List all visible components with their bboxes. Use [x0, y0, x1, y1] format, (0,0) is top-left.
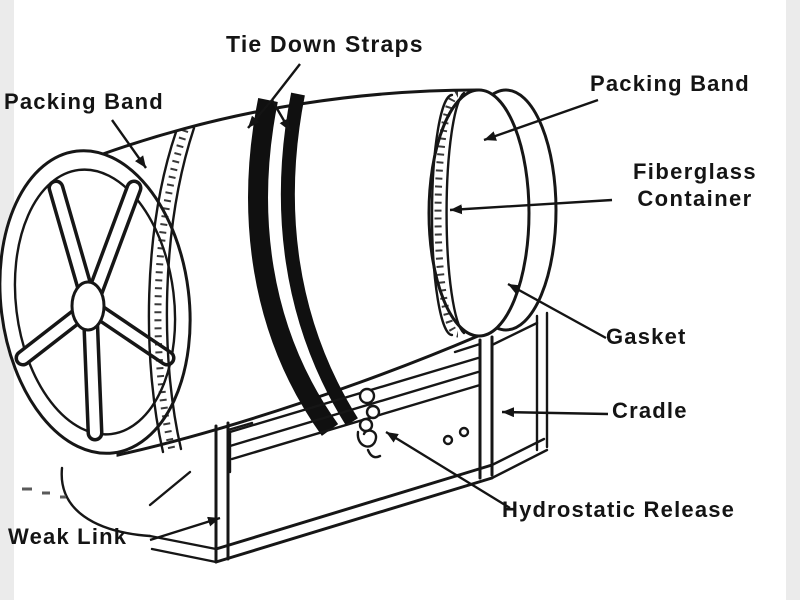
wheel-end-cap-drawing [0, 149, 192, 455]
weak-link-leader [149, 516, 221, 542]
fiberglass-container-leader [449, 198, 613, 215]
label-gasket: Gasket [606, 324, 687, 349]
label-tie-down-straps: Tie Down Straps [226, 31, 424, 57]
tie-down-straps-drawing [248, 92, 358, 436]
label-cradle: Cradle [612, 398, 688, 423]
hydrostatic-release-drawing [356, 387, 382, 459]
hydrostatic-release-leader [385, 430, 511, 510]
label-hydrostatic-release: Hydrostatic Release [502, 497, 736, 522]
packing-band-left-drawing [147, 126, 196, 454]
tie-down-straps-leader [271, 63, 301, 101]
leader-arrows [111, 63, 613, 542]
gasket-leader [507, 282, 607, 340]
packing-band-right-drawing [430, 90, 466, 338]
label-packing-band-left: Packing Band [4, 89, 164, 114]
label-fiberglass-container-line1: Fiberglass [632, 159, 758, 184]
label-fiberglass-container: Fiberglass Container [612, 158, 778, 212]
right-margin-bar [786, 0, 800, 600]
cradle-drawing [22, 311, 549, 564]
packing-band-right-leader [483, 98, 599, 142]
packing-band-left-leader [111, 119, 147, 169]
label-weak-link: Weak Link [8, 524, 128, 549]
gasket-rim-drawing [427, 88, 558, 338]
fiberglass-container-drawing [0, 88, 558, 457]
label-packing-band-right: Packing Band [590, 71, 750, 96]
cradle-leader [501, 407, 609, 418]
label-fiberglass-container-line2: Container [637, 186, 753, 211]
